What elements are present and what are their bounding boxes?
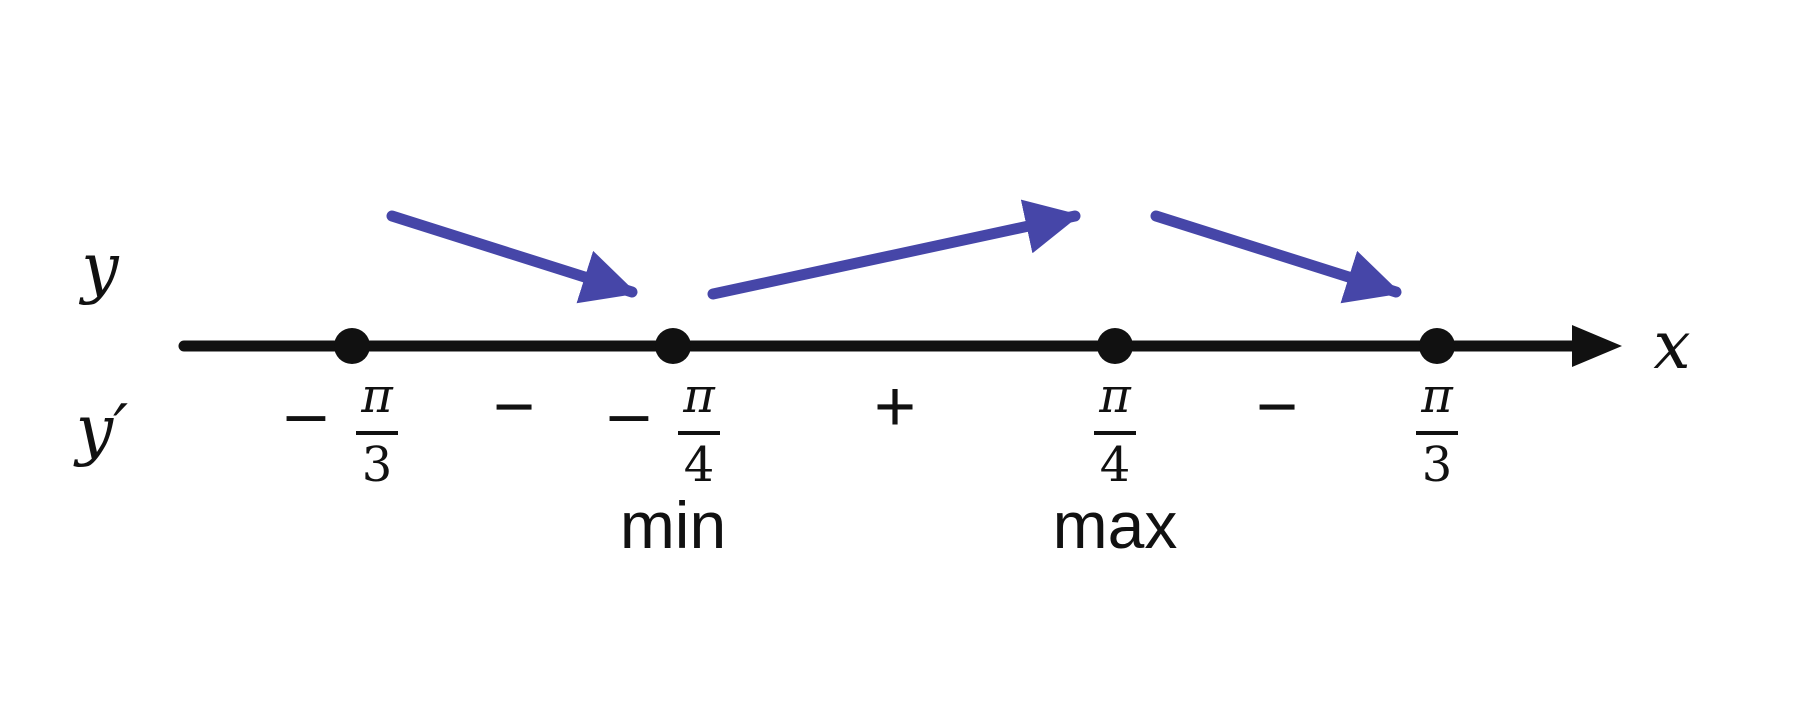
critical-point-dot: [1419, 328, 1455, 364]
fraction-numerator: π: [682, 368, 716, 424]
decreasing-arrow: [1150, 210, 1402, 304]
critical-point-label: π 4 max: [1053, 368, 1178, 562]
critical-point-label: − π 3: [280, 368, 398, 493]
derivative-sign-negative: −: [493, 367, 535, 447]
sign-minus: −: [603, 380, 655, 453]
fraction-numerator: π: [1098, 368, 1132, 424]
fraction-numerator: π: [1420, 368, 1454, 424]
extremum-label-max: max: [1053, 488, 1178, 562]
fraction-denominator: 3: [1422, 437, 1453, 493]
decreasing-arrow: [386, 210, 638, 304]
fraction-numerator: π: [360, 368, 394, 424]
axis-label: x: [1653, 307, 1690, 384]
critical-point-label: − π 4 min: [603, 368, 726, 562]
row-label-derivative: y′: [73, 391, 128, 468]
derivative-sign-negative: −: [1256, 367, 1298, 447]
critical-point-dot: [655, 328, 691, 364]
critical-point-label: π 3: [1416, 368, 1458, 493]
sign-minus: −: [280, 380, 332, 453]
extremum-label-min: min: [620, 488, 726, 562]
number-line-arrowhead: [1572, 325, 1622, 367]
fraction-denominator: 3: [362, 437, 393, 493]
fraction-denominator: 4: [684, 437, 715, 493]
derivative-sign-positive: +: [874, 367, 916, 447]
critical-point-dot: [1097, 328, 1133, 364]
critical-point-dot: [334, 328, 370, 364]
increasing-arrow: [707, 199, 1081, 300]
fraction-denominator: 4: [1100, 437, 1131, 493]
row-label-function: y: [78, 229, 119, 306]
